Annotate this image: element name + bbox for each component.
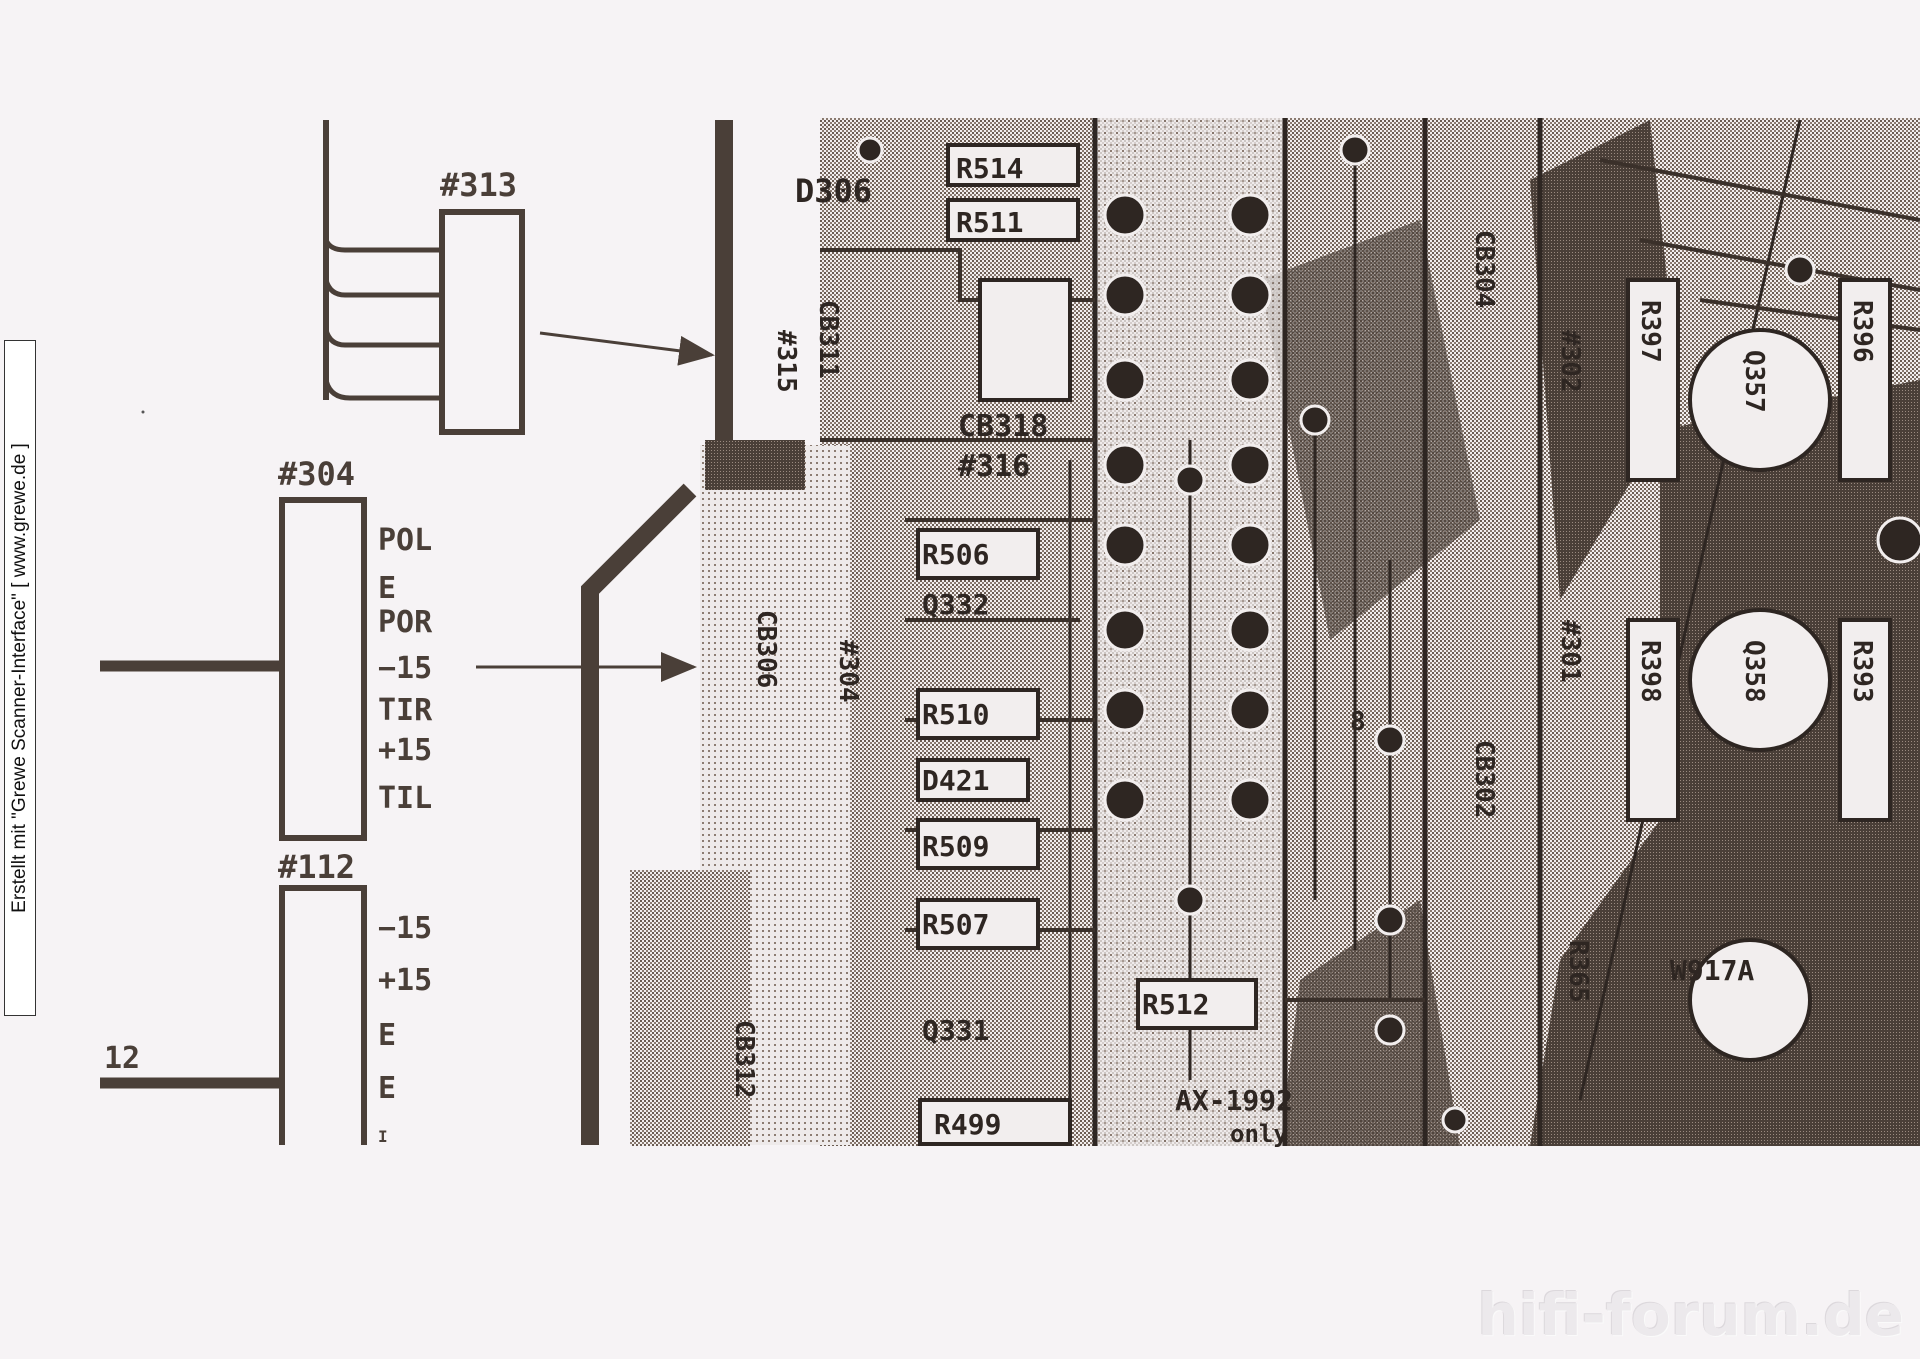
pin-label: +15: [378, 733, 432, 768]
board-label: D421: [922, 764, 989, 797]
board-label: R398: [1635, 640, 1665, 703]
board-label: W917A: [1670, 954, 1754, 987]
site-watermark: hifi-forum.de: [1477, 1281, 1904, 1349]
board-label: R396: [1847, 300, 1877, 363]
board-label: D306: [795, 172, 872, 210]
connector-313-title: #313: [440, 166, 517, 204]
board-label: #304: [833, 640, 863, 703]
board-label: R509: [922, 830, 989, 863]
board-label: AX-1992: [1175, 1084, 1293, 1117]
board-label: CB304: [1469, 230, 1499, 308]
connector-304-pins: POL E POR −15 TIR +15 TIL: [378, 523, 433, 816]
board-label: CB306: [751, 610, 781, 688]
board-label: Q331: [922, 1014, 989, 1047]
pin-label: TIL: [378, 781, 432, 816]
board-label: Q357: [1739, 350, 1769, 413]
board-label: R397: [1635, 300, 1665, 363]
board-label: #316: [958, 449, 1030, 484]
board-label: CB318: [958, 409, 1048, 444]
scan-speck: [141, 410, 145, 414]
board-label: Q332: [922, 588, 989, 621]
connector-304-title: #304: [278, 455, 355, 493]
board-label: R514: [956, 152, 1023, 185]
board-label: CB302: [1469, 740, 1499, 818]
board-label: R365: [1563, 940, 1593, 1003]
pin-label: I: [378, 1127, 388, 1146]
board-label: CB312: [729, 1020, 759, 1098]
board-label: #301: [1555, 620, 1585, 683]
pin-label: POR: [378, 605, 433, 640]
pin-label: −15: [378, 651, 432, 686]
pcb-layout: D306 R514 R511 CB318 #316 R506 Q332 R510…: [630, 118, 1920, 1148]
scanner-stamp-text: Erstellt mit "Grewe Scanner-Interface" […: [9, 443, 30, 913]
pin-label: +15: [378, 963, 432, 998]
board-label: R512: [1142, 988, 1209, 1021]
connector-313-drawing: [323, 120, 715, 435]
pin-label: E: [378, 571, 396, 606]
pin-label: E: [378, 1071, 396, 1106]
connector-112-title: #112: [278, 848, 355, 886]
board-label: R506: [922, 538, 989, 571]
pin-label: E: [378, 1018, 396, 1053]
board-label: #315: [771, 330, 801, 393]
board-label: R511: [956, 206, 1023, 239]
connector-112-drawing: [100, 885, 367, 1145]
board-label: #302: [1555, 330, 1585, 393]
pin-label: POL: [378, 523, 432, 558]
edge-label: 12: [104, 1041, 140, 1076]
board-label: R499: [934, 1108, 1001, 1141]
board-label: 8: [1350, 707, 1366, 737]
board-label: R393: [1847, 640, 1877, 703]
scanner-stamp: Erstellt mit "Grewe Scanner-Interface" […: [4, 340, 36, 1016]
board-label: R507: [922, 908, 989, 941]
board-label: CB311: [813, 300, 843, 378]
connector-112-pins: −15 +15 E E I: [378, 911, 432, 1146]
pin-label: −15: [378, 911, 432, 946]
board-edge-lines: [581, 120, 733, 1145]
pin-label: TIR: [378, 693, 433, 728]
board-label: R510: [922, 698, 989, 731]
board-label: Q358: [1739, 640, 1769, 703]
board-label: only: [1230, 1120, 1288, 1148]
